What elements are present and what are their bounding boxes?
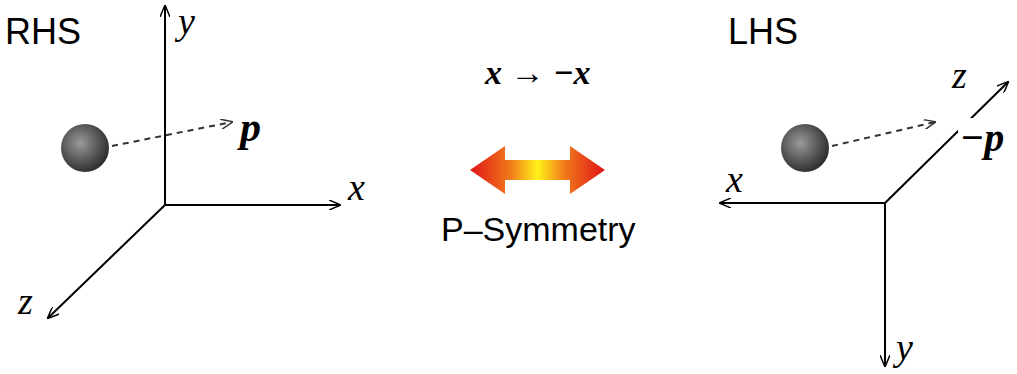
x-axis [720, 202, 885, 204]
transform-label: x → −x [485, 56, 591, 90]
symmetry-label: P–Symmetry [441, 212, 636, 246]
frame-label: LHS [728, 14, 798, 50]
z-axis [885, 82, 1008, 203]
axis-label: z [18, 282, 33, 320]
axis-label: x [726, 160, 743, 198]
particle [781, 124, 829, 172]
lhs-axes [720, 82, 1008, 366]
momentum-label: −p [958, 118, 1006, 158]
momentum-arrow [832, 122, 935, 146]
frame-label: RHS [5, 14, 81, 50]
x-axis [165, 204, 340, 206]
momentum-label: p [240, 106, 261, 148]
axis-label: y [896, 328, 913, 366]
axis-label: x [348, 168, 365, 206]
particle [61, 124, 109, 172]
double-arrow [470, 146, 605, 194]
axis-label: y [178, 2, 195, 40]
z-axis [48, 205, 165, 318]
momentum-arrow [112, 122, 232, 146]
rhs-axes [48, 6, 340, 318]
y-axis [164, 6, 166, 205]
axis-label: z [952, 56, 967, 94]
y-axis [884, 203, 886, 366]
